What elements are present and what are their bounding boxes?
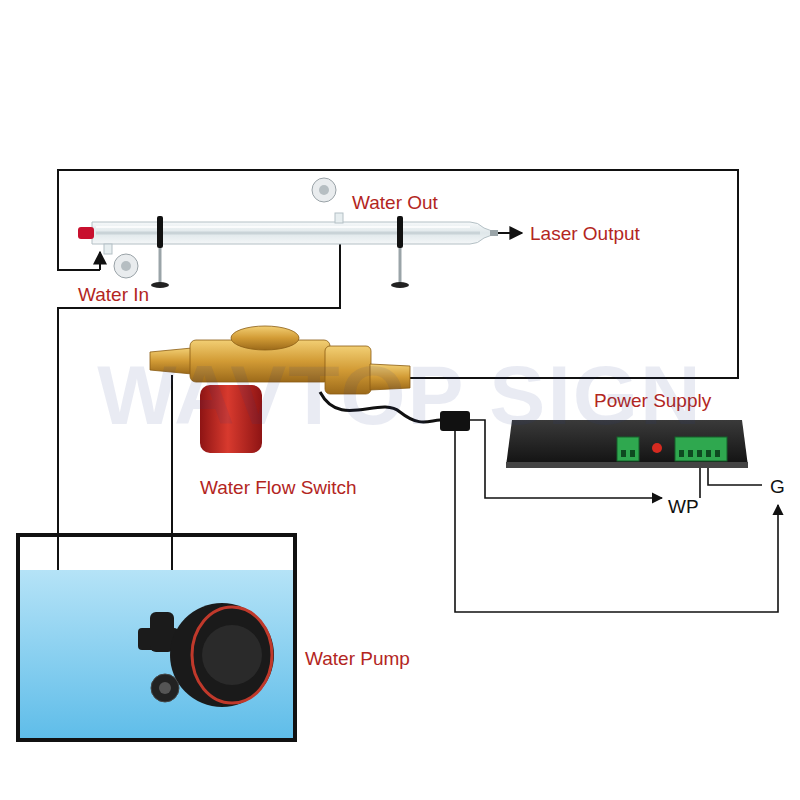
laser-tube: [78, 178, 498, 288]
water-tank: [18, 535, 295, 740]
water-pipes: [58, 170, 738, 570]
water-pump: [138, 603, 274, 707]
part-label: Water Flow Switch: [200, 478, 357, 499]
port-label: Water In: [78, 285, 149, 306]
port-label: Water Out: [352, 193, 438, 214]
signal-label: WP: [668, 497, 699, 518]
watermark: WAVTOP SIGN: [97, 349, 702, 441]
signal-label: G: [770, 477, 785, 498]
output-label: Laser Output: [530, 224, 640, 245]
signal-wires: [455, 420, 778, 612]
part-label: Water Pump: [305, 649, 410, 670]
